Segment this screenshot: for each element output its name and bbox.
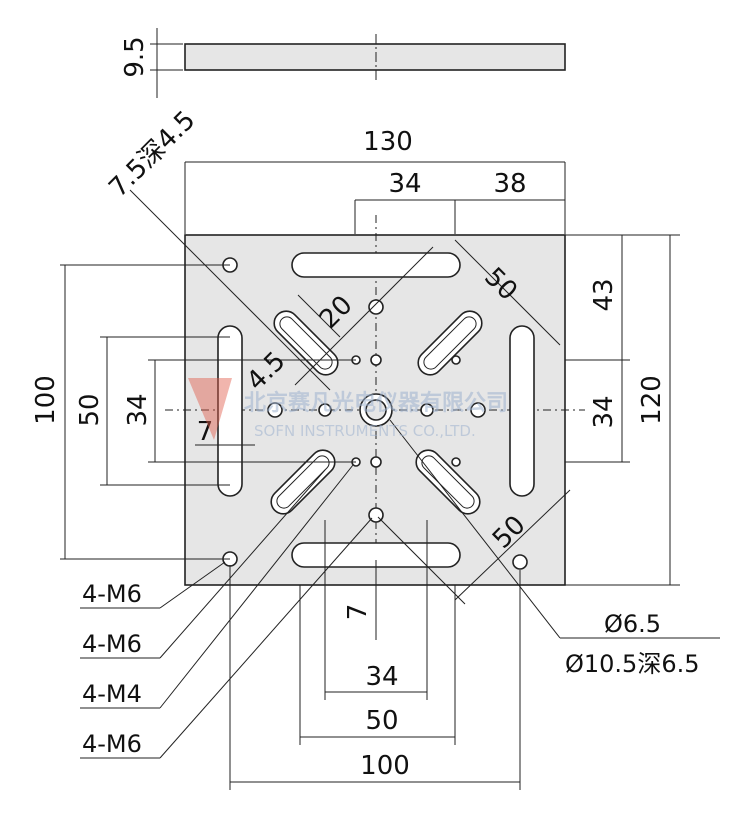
top-dimensions: [184, 161, 566, 234]
dim-left-34: 34: [123, 393, 153, 426]
m6-hole: [470, 402, 486, 418]
m6-hole: [420, 403, 434, 417]
m4-hole: [370, 456, 382, 468]
slots: [217, 252, 535, 568]
bottom-dimensions: [229, 520, 521, 790]
m4-hole: [370, 354, 382, 366]
callout-leaders: [80, 419, 720, 759]
logo-icon: [188, 378, 232, 440]
dim-top-34: 34: [388, 169, 421, 199]
right-dimensions: [565, 234, 680, 586]
dim-right-120: 120: [637, 375, 667, 425]
holes: [222, 257, 528, 570]
dim-top-38: 38: [493, 169, 526, 199]
callout-m6-c: 4-M6: [82, 730, 142, 758]
left-dimensions: [60, 264, 356, 560]
m4-hole: [451, 355, 461, 365]
callout-m4: 4-M4: [82, 680, 142, 708]
m6-hole: [368, 299, 384, 315]
dim-left-7: 7: [197, 417, 214, 447]
counterbore-inner: [365, 399, 387, 421]
dim-right-43: 43: [589, 278, 619, 311]
m6-hole: [512, 554, 528, 570]
callout-counterbore: Ø10.5深6.5: [565, 650, 700, 678]
dim-thickness: 9.5: [120, 36, 150, 77]
m6-hole: [267, 402, 283, 418]
dim-bottom-50: 50: [365, 706, 398, 736]
watermark-cn: 北京赛凡光电仪器有限公司: [244, 390, 508, 416]
callout-m6-b: 4-M6: [82, 630, 142, 658]
m4-hole: [451, 457, 461, 467]
callout-hole-dia: Ø6.5: [604, 610, 661, 638]
callout-m6-a: 4-M6: [82, 580, 142, 608]
dim-left-50: 50: [75, 393, 105, 426]
slot-counterbores: [276, 316, 477, 509]
dim-left-100: 100: [31, 375, 61, 425]
m6-hole: [318, 403, 332, 417]
watermark-en: SOFN INSTRUMENTS CO.,LTD.: [254, 422, 476, 440]
side-view: [150, 28, 566, 98]
dim-bottom-100: 100: [360, 751, 410, 781]
dim-counterbore-top: 7.5深4.5: [103, 105, 201, 203]
diagonal-dimensions: [129, 189, 571, 605]
dim-width: 130: [363, 127, 413, 157]
dim-right-34: 34: [589, 395, 619, 428]
dim-bottom-34: 34: [365, 662, 398, 692]
dim-bottom-7: 7: [343, 604, 373, 621]
watermark: 北京赛凡光电仪器有限公司 SOFN INSTRUMENTS CO.,LTD.: [188, 378, 508, 440]
